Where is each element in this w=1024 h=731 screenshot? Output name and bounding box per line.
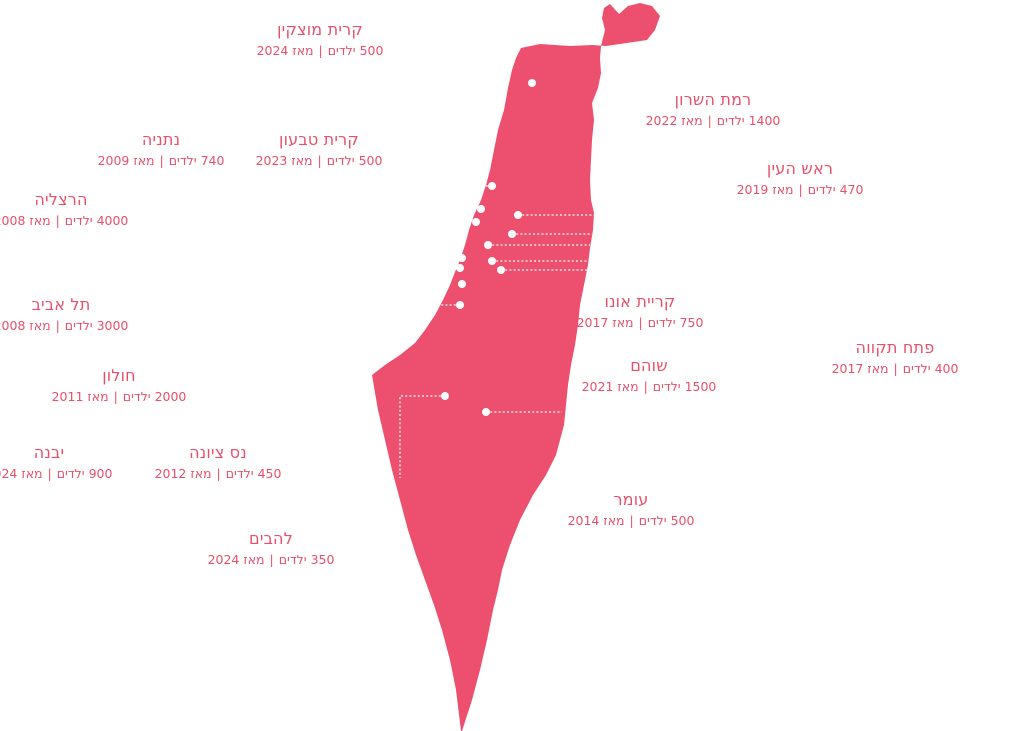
children-count: 1400 ילדים [716,113,781,129]
map-marker-tel-aviv-2 [456,264,464,272]
map-marker-shoham [497,266,505,274]
city-stats: 500 ילדים|מאז 2014 [567,513,695,529]
city-holon: חולון 2000 ילדים|מאז 2011 [0,366,239,405]
map-marker-omer [482,408,490,416]
map-marker-kiryat-motzkin [528,79,536,87]
city-name: נס ציונה [189,443,247,462]
map-marker-rosh-haayin [508,230,516,238]
children-count: 470 ילדים [807,182,864,198]
city-omer: עומר 500 ילדים|מאז 2014 [511,490,751,529]
city-lehavim: להבים 350 ילדים|מאז 2024 [151,529,391,568]
city-name: קרית מוצקין [277,20,363,39]
city-ramat-hasharon: רמת השרון 1400 ילדים|מאז 2022 [593,90,833,129]
city-name: עומר [613,490,649,509]
since-year: מאז 2011 [51,389,109,405]
city-herzliya: הרצליה 4000 ילדים|מאז 2008 [0,190,181,229]
city-stats: 4000 ילדים|מאז 2008 [0,214,181,228]
children-count: 500 ילדים [638,513,695,529]
city-stats: 350 ילדים|מאז 2024 [207,552,335,568]
map-marker-holon [458,280,466,288]
city-name: קרית טבעון [279,130,359,149]
city-name: תל אביב [31,295,91,314]
city-stats: 2000 ילדים|מאז 2011 [51,389,187,405]
map-marker-kiryat-tivon [488,182,496,190]
map-marker-nes-ziona [441,392,449,400]
map-marker-netanya [477,205,485,213]
since-year: מאז 2008 [0,213,51,229]
city-petah-tikva: פתח תקווה 400 ילדים|מאז 2017 [775,338,1015,377]
children-count: 350 ילדים [278,552,335,568]
map-marker-yavne [456,301,464,309]
since-year: מאז 2017 [576,315,634,331]
city-kiryat-ono: קריית אונו 750 ילדים|מאז 2017 [520,292,760,331]
city-stats: 3000 ילדים|מאז 2008 [0,319,181,333]
city-stats: 1400 ילדים|מאז 2022 [645,113,781,129]
city-rosh-haayin: ראש העין 470 ילדים|מאז 2019 [680,159,920,198]
children-count: 500 ילדים [327,43,384,59]
since-year: מאז 2017 [831,361,889,377]
israel-outline [372,3,660,731]
map-marker-herzliya [472,218,480,226]
children-count: 740 ילדים [168,153,225,169]
since-year: מאז 2022 [645,113,703,129]
map-marker-petah-tikva [484,241,492,249]
city-stats: 470 ילדים|מאז 2019 [736,182,864,198]
city-stats: 500 ילדים|מאז 2024 [256,43,384,59]
city-name: ראש העין [766,159,834,178]
since-year: מאז 2024 [0,466,43,482]
children-count: 2000 ילדים [122,389,187,405]
city-name: חולון [102,366,136,385]
city-tel-aviv: תל אביב 3000 ילדים|מאז 2008 [0,295,181,334]
city-name: יבנה [33,443,65,462]
city-kiryat-tivon: קרית טבעון 500 ילדים|מאז 2023 [199,130,439,169]
children-count: 750 ילדים [647,315,704,331]
map-marker-tel-aviv [458,254,466,262]
city-name: הרצליה [34,190,88,209]
children-count: 4000 ילדים [64,213,129,229]
since-year: מאז 2009 [97,153,155,169]
city-stats: 400 ילדים|מאז 2017 [831,361,959,377]
city-name: פתח תקווה [855,338,935,357]
city-netanya: נתניה 740 ילדים|מאז 2009 [41,130,281,169]
city-nes-ziona: נס ציונה 450 ילדים|מאז 2012 [98,443,338,482]
children-count: 500 ילדים [326,153,383,169]
since-year: מאז 2021 [581,379,639,395]
city-stats: 750 ילדים|מאז 2017 [576,315,704,331]
city-stats: 900 ילדים|מאז 2024 [0,467,169,481]
map-marker-ramat-hasharon [514,211,522,219]
city-stats: 500 ילדים|מאז 2023 [255,153,383,169]
city-name: להבים [249,529,293,548]
city-shoham: שוהם 1500 ילדים|מאז 2021 [529,356,769,395]
city-stats: 450 ילדים|מאז 2012 [154,466,282,482]
map-marker-kiryat-ono [488,257,496,265]
since-year: מאז 2012 [154,466,212,482]
since-year: מאז 2023 [255,153,313,169]
since-year: מאז 2024 [207,552,265,568]
city-kiryat-motzkin: קרית מוצקין 500 ילדים|מאז 2024 [200,20,440,59]
city-name: שוהם [630,356,668,375]
children-count: 3000 ילדים [64,318,129,334]
city-yavne: יבנה 900 ילדים|מאז 2024 [0,443,169,482]
children-count: 450 ילדים [225,466,282,482]
city-stats: 740 ילדים|מאז 2009 [97,153,225,169]
city-name: קריית אונו [604,292,676,311]
since-year: מאז 2019 [736,182,794,198]
since-year: מאז 2008 [0,318,51,334]
children-count: 900 ילדים [56,466,113,482]
city-name: נתניה [141,130,181,149]
city-name: רמת השרון [674,90,752,109]
children-count: 400 ילדים [902,361,959,377]
city-stats: 1500 ילדים|מאז 2021 [581,379,717,395]
since-year: מאז 2014 [567,513,625,529]
children-count: 1500 ילדים [652,379,717,395]
since-year: מאז 2024 [256,43,314,59]
